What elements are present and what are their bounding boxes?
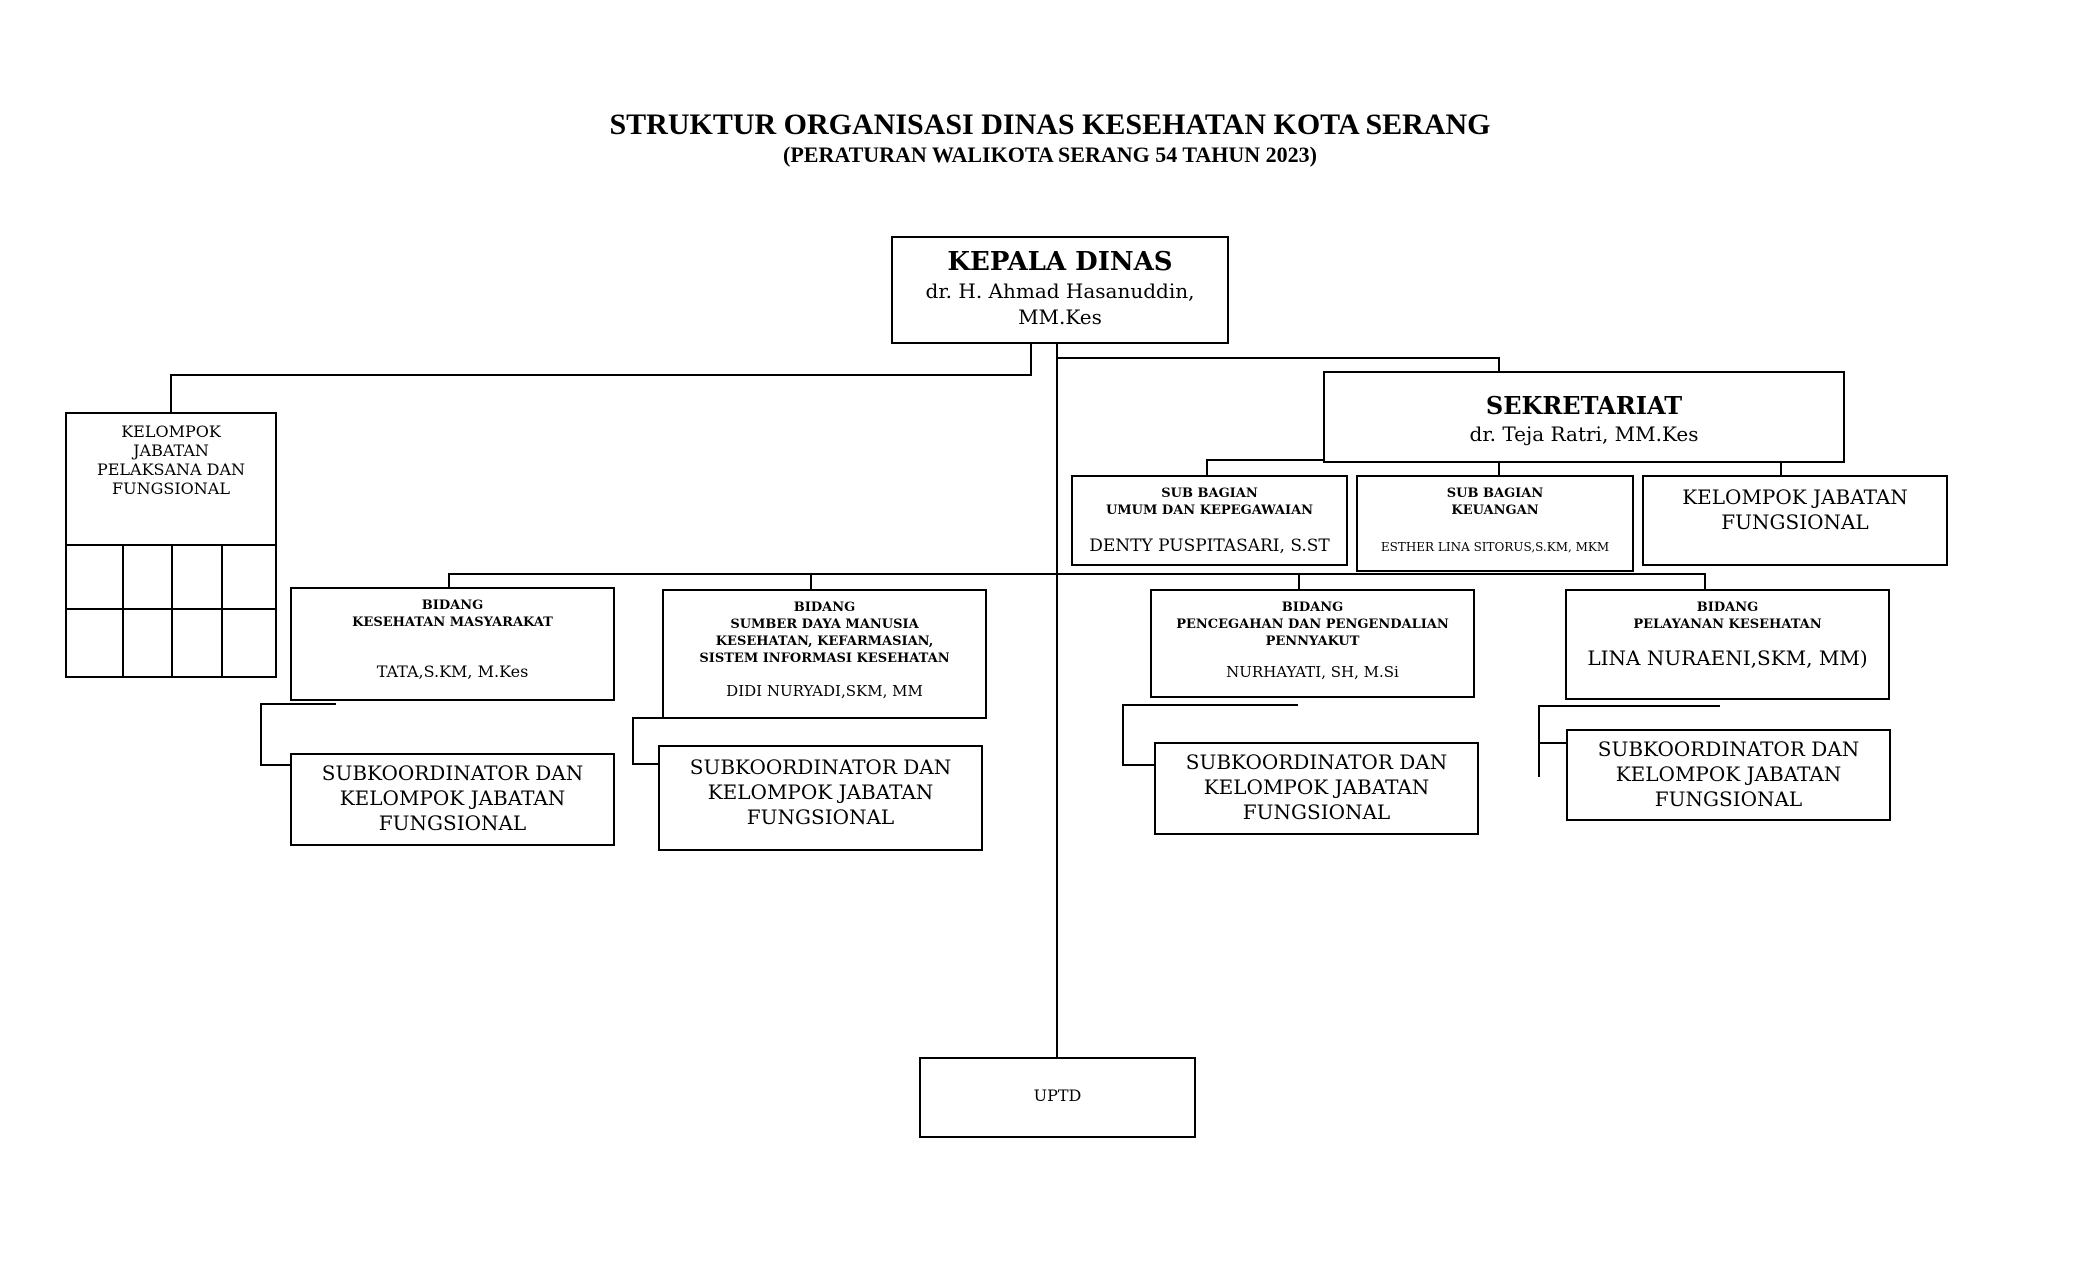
- connector-line: [1056, 357, 1500, 359]
- kepala-dinas-name-line2: MM.Kes: [1018, 305, 1102, 329]
- connector-line: [1030, 342, 1032, 376]
- kelompok-left-line: JABATAN: [133, 441, 209, 460]
- bidang-yankes-name: LINA NURAENI,SKM, MM): [1587, 646, 1868, 670]
- connector-line: [632, 717, 634, 765]
- kelompok-left-line: KELOMPOK: [121, 422, 221, 441]
- connector-line: [260, 703, 336, 705]
- subkoordinator-sdm-line2: KELOMPOK JABATAN: [707, 780, 934, 804]
- subkoordinator-sdm-box: SUBKOORDINATOR DAN KELOMPOK JABATAN FUNG…: [658, 745, 983, 851]
- uptd-label: UPTD: [1033, 1086, 1082, 1105]
- connector-line: [448, 573, 450, 587]
- connector-line: [1538, 705, 1720, 707]
- bidang-p2p-label: BIDANG: [1281, 600, 1344, 615]
- kelompok-sekretariat-line2: FUNGSIONAL: [1721, 510, 1869, 534]
- subbagian-umum-label: SUB BAGIAN: [1161, 486, 1258, 501]
- subbagian-keuangan-label-line2: KEUANGAN: [1451, 503, 1539, 518]
- subkoordinator-yankes-line1: SUBKOORDINATOR DAN: [1597, 737, 1860, 761]
- subbagian-keuangan-name: ESTHER LINA SITORUS,S.KM, MKM: [1380, 540, 1610, 554]
- grid-cell: [122, 608, 173, 676]
- bidang-sdm-box: BIDANG SUMBER DAYA MANUSIA KESEHATAN, KE…: [662, 589, 987, 719]
- bidang-sdm-label-line3: KESEHATAN, KEFARMASIAN,: [715, 634, 934, 649]
- subkoordinator-sdm-line1: SUBKOORDINATOR DAN: [689, 755, 952, 779]
- page-subtitle: (PERATURAN WALIKOTA SERANG 54 TAHUN 2023…: [783, 142, 1317, 167]
- grid-cell: [171, 544, 223, 610]
- kepala-dinas-name: dr. H. Ahmad Hasanuddin,: [925, 279, 1195, 303]
- bidang-sdm-name: DIDI NURYADI,SKM, MM: [726, 682, 923, 700]
- sekretariat-title: SEKRETARIAT: [1485, 391, 1683, 420]
- kepala-dinas-box: KEPALA DINAS dr. H. Ahmad Hasanuddin, MM…: [891, 236, 1229, 344]
- sekretariat-name: dr. Teja Ratri, MM.Kes: [1469, 422, 1699, 446]
- grid-cell: [221, 544, 275, 610]
- connector-line: [1498, 459, 1500, 475]
- bidang-p2p-name: NURHAYATI, SH, M.Si: [1226, 663, 1399, 681]
- connector-line: [170, 374, 1032, 376]
- connector-line: [1122, 704, 1298, 706]
- connector-line: [1298, 573, 1300, 589]
- subkoordinator-p2p-box: SUBKOORDINATOR DAN KELOMPOK JABATAN FUNG…: [1154, 742, 1479, 835]
- bidang-kesmas-box: BIDANG KESEHATAN MASYARAKAT TATA,S.KM, M…: [290, 587, 615, 701]
- subkoordinator-sdm-line3: FUNGSIONAL: [746, 805, 895, 829]
- kelompok-left-line: FUNGSIONAL: [112, 479, 230, 498]
- connector-line: [632, 763, 660, 765]
- bidang-sdm-label: BIDANG: [793, 600, 856, 615]
- grid-cell: [67, 544, 124, 610]
- subkoordinator-p2p-line3: FUNGSIONAL: [1242, 800, 1391, 824]
- subkoordinator-kesmas-box: SUBKOORDINATOR DAN KELOMPOK JABATAN FUNG…: [290, 753, 615, 846]
- connector-line: [1704, 573, 1706, 589]
- bidang-yankes-label: BIDANG: [1696, 600, 1759, 615]
- subbagian-keuangan-label: SUB BAGIAN: [1446, 486, 1544, 501]
- subkoordinator-yankes-line3: FUNGSIONAL: [1654, 787, 1803, 811]
- bidang-kesmas-label: BIDANG: [421, 598, 484, 613]
- subbagian-umum-name: DENTY PUSPITASARI, S.ST: [1089, 536, 1330, 556]
- bidang-p2p-label-line3: PENNYAKUT: [1265, 634, 1360, 649]
- subkoordinator-p2p-line2: KELOMPOK JABATAN: [1203, 775, 1430, 799]
- bidang-kesmas-name: TATA,S.KM, M.Kes: [376, 662, 529, 681]
- subbagian-umum-label-line2: UMUM DAN KEPEGAWAIAN: [1105, 503, 1314, 518]
- subkoordinator-kesmas-line2: KELOMPOK JABATAN: [339, 786, 566, 810]
- subbagian-keuangan-box: SUB BAGIAN KEUANGAN ESTHER LINA SITORUS,…: [1356, 475, 1634, 572]
- bidang-p2p-box: BIDANG PENCEGAHAN DAN PENGENDALIAN PENNY…: [1150, 589, 1475, 698]
- bidang-yankes-label-line2: PELAYANAN KESEHATAN: [1633, 617, 1822, 632]
- kelompok-left-line: PELAKSANA DAN: [96, 460, 246, 479]
- kepala-dinas-title: KEPALA DINAS: [947, 247, 1173, 277]
- subkoordinator-kesmas-line3: FUNGSIONAL: [378, 811, 527, 835]
- connector-line: [1056, 342, 1058, 1060]
- bidang-p2p-label-line2: PENCEGAHAN DAN PENGENDALIAN: [1176, 617, 1449, 632]
- subbagian-umum-box: SUB BAGIAN UMUM DAN KEPEGAWAIAN DENTY PU…: [1071, 475, 1348, 566]
- uptd-box: UPTD: [919, 1057, 1196, 1138]
- connector-line: [1780, 459, 1782, 475]
- subkoordinator-kesmas-line1: SUBKOORDINATOR DAN: [321, 761, 584, 785]
- grid-cell: [221, 608, 275, 676]
- subkoordinator-p2p-line1: SUBKOORDINATOR DAN: [1185, 750, 1448, 774]
- page-title: STRUKTUR ORGANISASI DINAS KESEHATAN KOTA…: [609, 108, 1491, 141]
- subkoordinator-yankes-line2: KELOMPOK JABATAN: [1615, 762, 1842, 786]
- connector-line: [1538, 705, 1540, 777]
- subkoordinator-yankes-box: SUBKOORDINATOR DAN KELOMPOK JABATAN FUNG…: [1566, 729, 1891, 821]
- connector-line: [448, 573, 1706, 575]
- bidang-kesmas-label-line2: KESEHATAN MASYARAKAT: [352, 615, 553, 630]
- connector-line: [260, 764, 290, 766]
- kelompok-sekretariat-line1: KELOMPOK JABATAN: [1682, 485, 1908, 509]
- sekretariat-box: SEKRETARIAT dr. Teja Ratri, MM.Kes: [1323, 371, 1845, 463]
- bidang-sdm-label-line2: SUMBER DAYA MANUSIA: [730, 617, 919, 632]
- connector-line: [1122, 764, 1156, 766]
- connector-line: [260, 703, 262, 766]
- bidang-sdm-label-line4: SISTEM INFORMASI KESEHATAN: [699, 651, 950, 666]
- connector-line: [1122, 704, 1124, 766]
- connector-line: [810, 573, 812, 589]
- kelompok-left-grid: [67, 544, 275, 676]
- grid-cell: [67, 608, 124, 676]
- grid-cell: [122, 544, 173, 610]
- kelompok-jabatan-fungsional-sekretariat-box: KELOMPOK JABATAN FUNGSIONAL: [1642, 475, 1948, 566]
- connector-line: [1538, 742, 1566, 744]
- connector-line: [1206, 459, 1208, 475]
- grid-cell: [171, 608, 223, 676]
- connector-line: [1498, 357, 1500, 371]
- bidang-yankes-box: BIDANG PELAYANAN KESEHATAN LINA NURAENI,…: [1565, 589, 1890, 700]
- connector-line: [170, 374, 172, 412]
- kelompok-jabatan-pelaksana-box: KELOMPOK JABATAN PELAKSANA DAN FUNGSIONA…: [65, 412, 277, 678]
